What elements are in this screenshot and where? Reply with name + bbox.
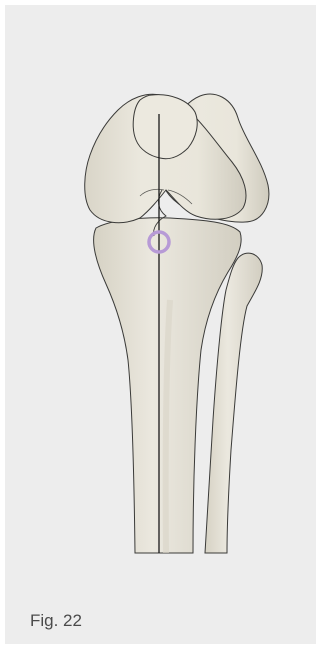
figure-caption: Fig. 22 [30,611,82,631]
